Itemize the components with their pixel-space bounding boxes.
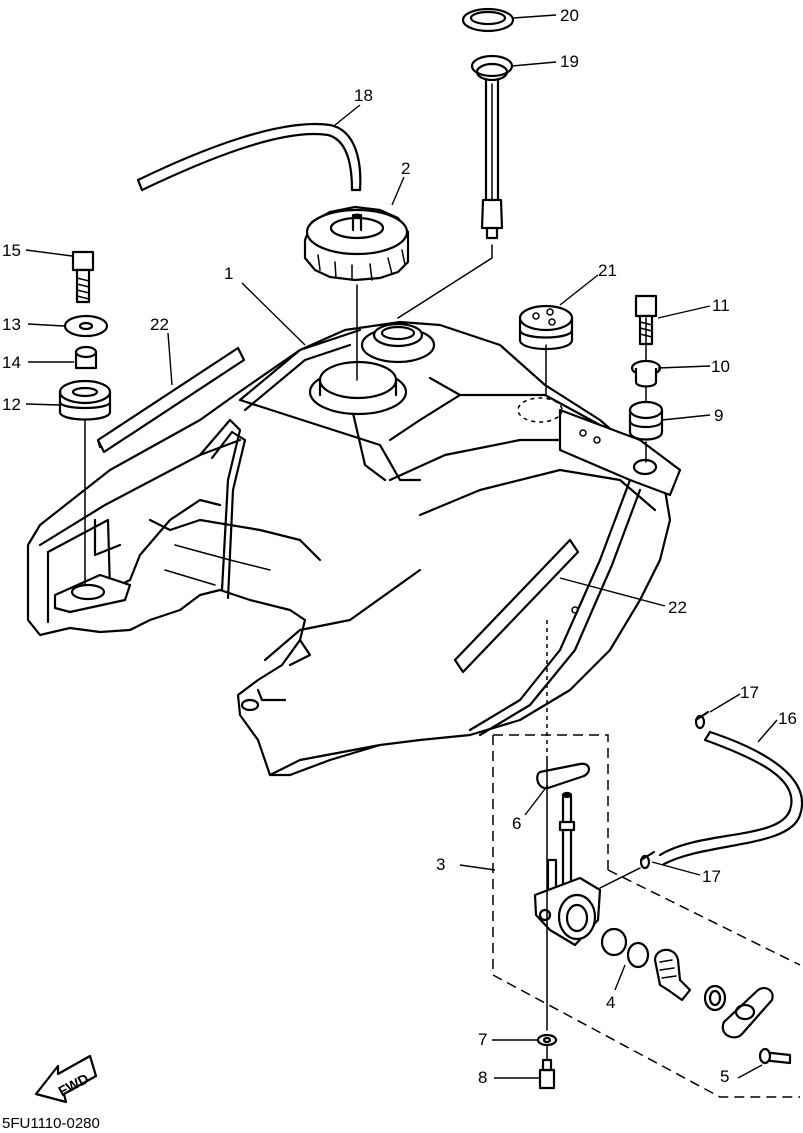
callout-6: 6 [512,814,521,833]
washer-left [63,314,109,338]
callout-20: 20 [560,6,579,25]
bolt-left [71,250,95,304]
gasket-cap [461,7,515,33]
callout-9: 9 [714,406,723,425]
hose-clip-lower [639,850,656,870]
callout-22-left: 22 [150,315,169,334]
collar-right [630,359,662,388]
callout-1: 1 [224,264,233,283]
leader-lines [25,14,778,1079]
fuel-gauge-sender [470,54,514,240]
damper-right [628,400,664,441]
callout-5: 5 [720,1067,729,1086]
callout-15: 15 [2,241,21,260]
callout-12: 12 [2,395,21,414]
callout-3: 3 [436,855,445,874]
callout-11: 11 [712,296,730,315]
pad-strip-right [453,538,580,674]
fuel-cock-assembly [492,734,801,1098]
diagram-code: 5FU1110-0280 [2,1115,100,1132]
callout-2: 2 [401,159,410,178]
fuel-tank [26,320,682,777]
grommet [518,304,574,350]
callout-21: 21 [598,261,617,280]
damper-left [58,379,112,421]
callout-16: 16 [778,709,797,728]
callout-7: 7 [478,1030,487,1049]
bolt-right [634,294,658,346]
fuel-hose [658,730,803,866]
callout-19: 19 [560,52,579,71]
collar-left [74,345,98,370]
callout-4: 4 [606,993,615,1012]
callout-13: 13 [2,315,21,334]
callout-14: 14 [2,353,21,372]
callout-22-right: 22 [668,598,687,617]
callout-17-lower: 17 [702,867,721,886]
fuel-cap [303,205,410,282]
fwd-arrow-icon: FWD [34,1054,98,1104]
callout-17-upper: 17 [740,683,759,702]
callout-18: 18 [354,86,373,105]
hose-clip-upper [694,710,710,730]
assembly-lines [84,244,647,1061]
callout-8: 8 [478,1068,487,1087]
pad-strip-left [96,346,246,454]
callout-10: 10 [711,357,730,376]
callout-labels: 1 2 3 4 5 6 7 8 9 10 11 12 13 14 15 16 1… [2,6,797,1087]
vent-hose [136,123,362,192]
